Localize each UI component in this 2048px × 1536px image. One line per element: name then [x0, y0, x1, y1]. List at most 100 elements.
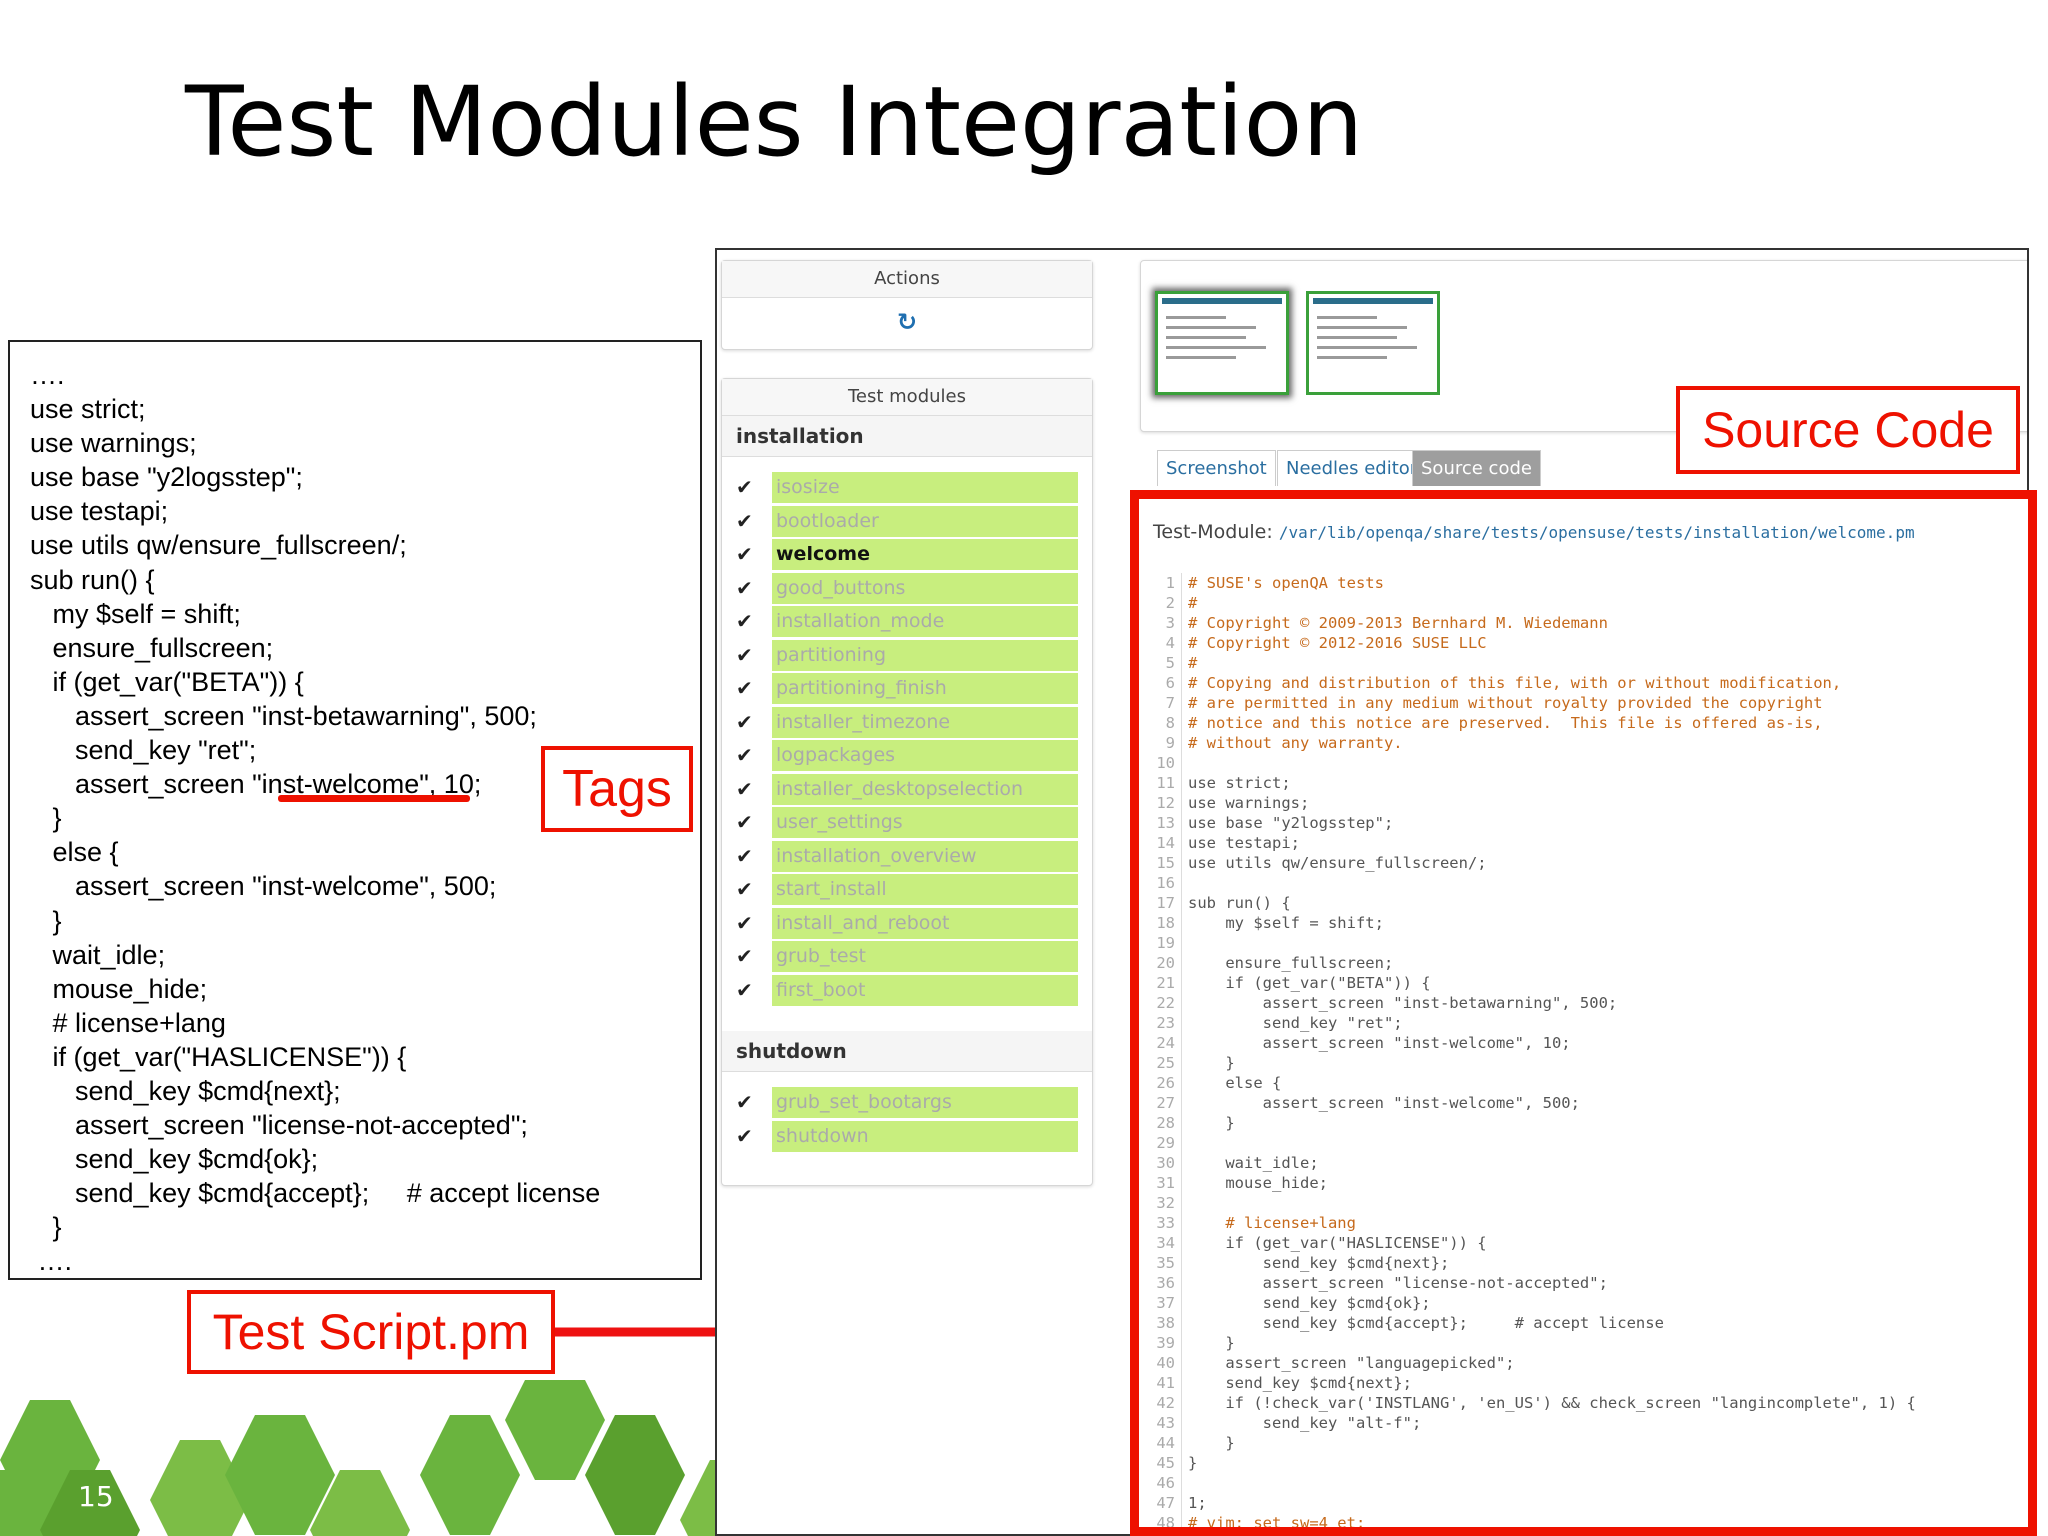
module-name[interactable]: partitioning [772, 639, 1078, 671]
line-text: # Copyright © 2012-2016 SUSE LLC [1188, 634, 1487, 652]
page-number: 15 [78, 1480, 114, 1513]
module-item[interactable]: ✔ logpackages [722, 739, 1092, 773]
module-item[interactable]: ✔installation_overview [722, 840, 1092, 874]
test-module-label: Test-Module: /var/lib/openqa/share/tests… [1153, 521, 1915, 543]
tab-source-code[interactable]: Source code [1412, 450, 1541, 486]
script-line: } [30, 803, 62, 834]
source-line: 3# Copyright © 2009-2013 Bernhard M. Wie… [1139, 613, 1916, 633]
script-line: } [30, 1212, 62, 1243]
module-item[interactable]: ✔shutdown [722, 1120, 1092, 1154]
line-number: 25 [1139, 1053, 1182, 1073]
script-line: # license+lang [30, 1007, 226, 1038]
line-text: send_key "alt-f"; [1188, 1414, 1422, 1432]
line-text: } [1188, 1454, 1198, 1472]
module-name[interactable]: first_boot [772, 974, 1078, 1006]
module-item[interactable]: ✔ welcome [722, 538, 1092, 572]
module-name[interactable]: installer_timezone [772, 706, 1078, 738]
module-name[interactable]: shutdown [772, 1120, 1078, 1152]
source-line: 29 [1139, 1133, 1916, 1153]
line-number: 16 [1139, 873, 1182, 893]
module-name[interactable]: start_install [772, 874, 1078, 905]
check-icon: ✔ [736, 542, 753, 566]
line-number: 37 [1139, 1293, 1182, 1313]
line-number: 20 [1139, 953, 1182, 973]
hexagon-shape [225, 1415, 335, 1535]
test-module-path[interactable]: /var/lib/openqa/share/tests/opensuse/tes… [1278, 523, 1915, 542]
line-number: 1 [1139, 573, 1182, 593]
module-name[interactable]: installation_mode [772, 606, 1078, 637]
module-item[interactable]: ✔isosize [722, 471, 1092, 505]
script-line: if (get_var("BETA")) { [30, 666, 304, 697]
module-item[interactable]: ✔installer_desktopselection [722, 773, 1092, 807]
module-name[interactable]: bootloader [772, 505, 1078, 537]
tab-needles-editor[interactable]: Needles editor [1277, 450, 1427, 486]
module-item[interactable]: ✔partitioning_finish [722, 672, 1092, 706]
module-item[interactable]: ✔ first_boot [722, 974, 1092, 1008]
source-line: 35 send_key $cmd{next}; [1139, 1253, 1916, 1273]
line-number: 22 [1139, 993, 1182, 1013]
module-item[interactable]: ✔installer_timezone [722, 706, 1092, 740]
script-line: send_key $cmd{next}; [30, 1075, 341, 1106]
script-line: sub run() { [30, 564, 155, 595]
module-name[interactable]: partitioning_finish [772, 673, 1078, 704]
line-number: 18 [1139, 913, 1182, 933]
line-number: 38 [1139, 1313, 1182, 1333]
line-text: sub run() { [1188, 894, 1291, 912]
script-code-lines: ….use strict;use warnings;use base "y2lo… [30, 358, 600, 1279]
module-item[interactable]: ✔partitioning [722, 639, 1092, 673]
module-name[interactable]: user_settings [772, 807, 1078, 838]
screenshot-thumbnail[interactable] [1155, 291, 1289, 395]
line-text: if (get_var("BETA")) { [1188, 974, 1431, 992]
module-item[interactable]: ✔user_settings [722, 806, 1092, 840]
check-icon: ✔ [736, 508, 753, 533]
hexagon-shape [420, 1415, 520, 1535]
module-item[interactable]: ✔install_and_reboot [722, 907, 1092, 941]
source-line: 32 [1139, 1193, 1916, 1213]
module-name[interactable]: logpackages [772, 740, 1078, 771]
source-line: 8# notice and this notice are preserved.… [1139, 713, 1916, 733]
module-name[interactable]: installation_overview [772, 840, 1078, 872]
source-line: 46 [1139, 1473, 1916, 1493]
module-item[interactable]: ✔good_buttons [722, 572, 1092, 606]
source-line: 20 ensure_fullscreen; [1139, 953, 1916, 973]
line-number: 2 [1139, 593, 1182, 613]
tab-screenshot[interactable]: Screenshot [1157, 450, 1276, 486]
check-icon: ✔ [736, 743, 753, 767]
line-number: 4 [1139, 633, 1182, 653]
check-icon: ✔ [736, 877, 753, 901]
module-name[interactable]: grub_set_bootargs [772, 1087, 1078, 1118]
module-name[interactable]: installer_desktopselection [772, 773, 1078, 805]
module-item[interactable]: ✔ start_install [722, 873, 1092, 907]
hexagon-shape [505, 1380, 605, 1480]
check-icon: ✔ [736, 1090, 753, 1114]
module-item[interactable]: ✔ installation_mode [722, 605, 1092, 639]
module-name[interactable]: welcome [772, 539, 1078, 570]
module-name[interactable]: grub_test [772, 941, 1078, 972]
check-icon: ✔ [736, 977, 753, 1002]
line-text: } [1188, 1054, 1235, 1072]
line-text: if (get_var("HASLICENSE")) { [1188, 1234, 1487, 1252]
script-line: mouse_hide; [30, 973, 208, 1004]
line-number: 28 [1139, 1113, 1182, 1133]
check-icon: ✔ [736, 609, 753, 633]
module-item[interactable]: ✔ bootloader [722, 505, 1092, 539]
source-line: 22 assert_screen "inst-betawarning", 500… [1139, 993, 1916, 1013]
screenshot-thumbnail[interactable] [1306, 291, 1440, 395]
module-item[interactable]: ✔ grub_set_bootargs [722, 1086, 1092, 1120]
actions-panel: Actions ↻ [721, 260, 1093, 350]
source-line: 28 } [1139, 1113, 1916, 1133]
refresh-icon[interactable]: ↻ [896, 308, 918, 336]
line-text: send_key $cmd{next}; [1188, 1374, 1412, 1392]
tag-underline [278, 795, 470, 802]
source-line: 5# [1139, 653, 1916, 673]
module-name[interactable]: isosize [772, 472, 1078, 503]
line-text: 1; [1188, 1494, 1207, 1512]
module-name[interactable]: install_and_reboot [772, 907, 1078, 939]
module-item[interactable]: ✔grub_test [722, 940, 1092, 974]
line-number: 40 [1139, 1353, 1182, 1373]
module-name[interactable]: good_buttons [772, 572, 1078, 604]
